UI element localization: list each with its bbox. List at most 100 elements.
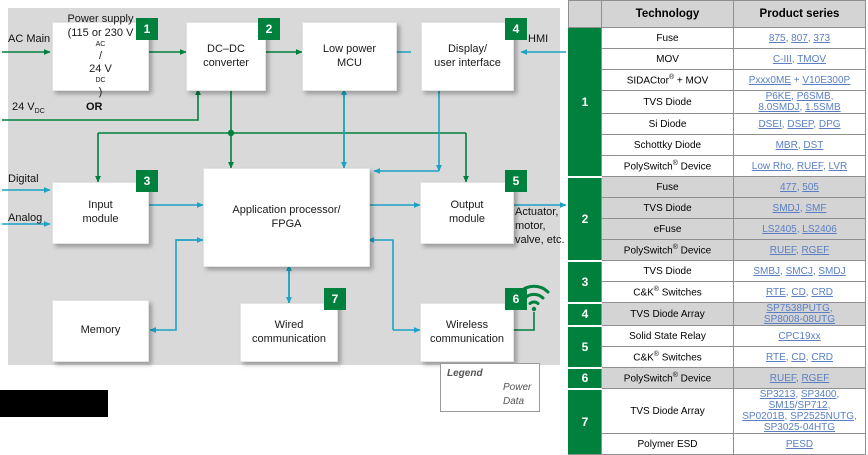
product-series-cell: RUEF, RGEF bbox=[733, 239, 866, 261]
label-24vdc: 24 VDC bbox=[12, 101, 45, 116]
product-series-cell: SMBJ, SMCJ, SMDJ bbox=[733, 260, 866, 282]
group-number-cell: 2 bbox=[568, 175, 602, 261]
product-link[interactable]: LVR bbox=[828, 160, 848, 172]
technology-cell: PolySwitch® Device bbox=[601, 367, 734, 389]
product-link[interactable]: CD bbox=[791, 286, 806, 298]
product-link[interactable]: V10E300P bbox=[802, 74, 851, 86]
product-link[interactable]: 373 bbox=[813, 32, 831, 44]
product-link[interactable]: SM15 bbox=[768, 400, 795, 411]
technology-cell: C&K® Switches bbox=[601, 346, 734, 368]
product-link[interactable]: 8.0SMDJ bbox=[758, 102, 800, 113]
product-series-cell: RUEF, RGEF bbox=[733, 367, 866, 389]
product-link[interactable]: RTE bbox=[765, 286, 786, 298]
product-link[interactable]: CPC19xx bbox=[778, 330, 821, 342]
display-line2: user interface bbox=[434, 56, 501, 69]
product-series-cell: Low Rho, RUEF, LVR bbox=[733, 155, 866, 177]
product-link[interactable]: SMDJ bbox=[772, 202, 800, 214]
block-application-processor[interactable]: Application processor/ FPGA bbox=[203, 168, 370, 267]
dcdc-line1: DC–DC bbox=[207, 42, 245, 55]
product-link[interactable]: P6SMB bbox=[796, 91, 831, 102]
label-hmi: HMI bbox=[528, 33, 549, 45]
label-actuator: Actuator, motor, valve, etc. bbox=[515, 206, 565, 246]
product-link[interactable]: TMOV bbox=[797, 53, 827, 65]
product-link[interactable]: RUEF bbox=[769, 372, 796, 384]
block-display-user-interface[interactable]: Display/ user interface bbox=[421, 22, 514, 91]
product-link[interactable]: SP7538PUTG bbox=[766, 303, 830, 314]
product-link[interactable]: RTE bbox=[765, 351, 786, 363]
product-link[interactable]: SP3025-04HTG bbox=[763, 422, 836, 433]
product-link[interactable]: RGEF bbox=[801, 372, 830, 384]
product-link[interactable]: DPG bbox=[818, 118, 841, 130]
product-link[interactable]: DST bbox=[803, 139, 824, 151]
legend-title: Legend bbox=[447, 368, 483, 379]
product-link[interactable]: SP3213 bbox=[759, 389, 796, 400]
product-link[interactable]: RUEF bbox=[769, 244, 796, 256]
block-dcdc-converter[interactable]: DC–DC converter bbox=[186, 22, 266, 91]
app-line1: Application processor/ bbox=[232, 203, 341, 216]
block-memory[interactable]: Memory bbox=[52, 300, 149, 362]
product-link[interactable]: Pxxx0ME bbox=[748, 74, 791, 86]
block-low-power-mcu[interactable]: Low power MCU bbox=[302, 22, 397, 91]
technology-cell: eFuse bbox=[601, 218, 734, 240]
product-link[interactable]: SMCJ bbox=[785, 265, 813, 277]
block-wireless-communication[interactable]: Wireless communication bbox=[420, 303, 514, 362]
product-series-cell: MBR, DST bbox=[733, 134, 866, 156]
product-series-cell: 875, 807, 373 bbox=[733, 27, 866, 49]
product-link[interactable]: SMF bbox=[805, 202, 827, 214]
product-link[interactable]: SP8008-08UTG bbox=[763, 314, 836, 325]
header-technology: Technology bbox=[601, 0, 734, 28]
product-link[interactable]: RUEF bbox=[796, 160, 823, 172]
table-row: Polymer ESD PESD bbox=[569, 433, 866, 455]
product-link[interactable]: MBR bbox=[775, 139, 798, 151]
product-link[interactable]: CRD bbox=[811, 351, 834, 363]
output-line2: module bbox=[448, 213, 486, 225]
block-wired-communication[interactable]: Wired communication bbox=[240, 303, 338, 362]
product-link[interactable]: CD bbox=[791, 351, 806, 363]
product-link[interactable]: 505 bbox=[802, 181, 819, 193]
product-link[interactable]: LS2406 bbox=[802, 223, 837, 235]
product-link[interactable]: RGEF bbox=[801, 244, 830, 256]
product-series-cell: PESD bbox=[733, 433, 866, 455]
product-link[interactable]: C-III bbox=[772, 53, 792, 65]
product-link[interactable]: DSEI bbox=[758, 118, 782, 130]
output-line1: Output bbox=[450, 199, 484, 212]
black-redaction-block bbox=[0, 390, 108, 417]
technology-cell: PolySwitch® Device bbox=[601, 239, 734, 261]
product-link[interactable]: 1.5SMB bbox=[805, 102, 841, 113]
block-input-module[interactable]: Input module bbox=[52, 182, 149, 244]
product-series-cell: RTE, CD, CRD bbox=[733, 281, 866, 303]
header-product-series: Product series bbox=[733, 0, 866, 28]
product-link[interactable]: 875 bbox=[768, 32, 786, 44]
product-link[interactable]: SMBJ bbox=[753, 265, 781, 277]
diagram-wires bbox=[2, 49, 567, 399]
product-link[interactable]: PESD bbox=[785, 438, 814, 450]
block-output-module[interactable]: Output module bbox=[420, 182, 514, 244]
product-link[interactable]: SMDJ bbox=[818, 265, 846, 277]
product-link[interactable]: 807 bbox=[791, 32, 808, 44]
product-link[interactable]: LS2405 bbox=[762, 223, 797, 235]
technology-cell: Polymer ESD bbox=[601, 433, 734, 455]
product-series-cell: Pxxx0ME + V10E300P bbox=[733, 69, 866, 91]
badge-4: 4 bbox=[505, 18, 527, 40]
product-link[interactable]: 477 bbox=[780, 181, 797, 193]
product-link[interactable]: CRD bbox=[811, 286, 834, 298]
product-link[interactable]: Low Rho bbox=[751, 160, 792, 172]
input-line2: module bbox=[82, 213, 119, 225]
product-link[interactable]: SP712 bbox=[797, 400, 828, 411]
product-link[interactable]: P6KE bbox=[765, 91, 792, 102]
app-line2: FPGA bbox=[271, 217, 302, 230]
product-series-cell: SP7538PUTG,SP8008-08UTG bbox=[733, 302, 866, 326]
label-analog: Analog bbox=[8, 212, 43, 224]
group-number-cell: 4 bbox=[568, 301, 602, 326]
legend: Legend Power Data bbox=[440, 363, 540, 412]
product-link[interactable]: DSEP bbox=[787, 118, 814, 130]
product-link[interactable]: SP3400 bbox=[800, 389, 837, 400]
